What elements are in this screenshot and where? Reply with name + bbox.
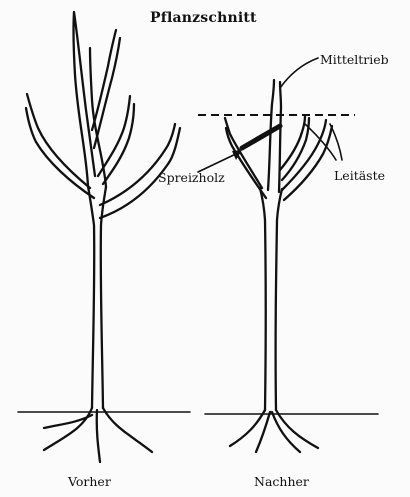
left-tree-trunk bbox=[88, 186, 106, 408]
right-tree-trunk bbox=[260, 188, 282, 410]
label-mitteltrieb: Mitteltrieb bbox=[320, 52, 389, 67]
right-tree-roots bbox=[230, 410, 318, 452]
label-nachher: Nachher bbox=[254, 474, 309, 489]
label-spreizholz: Spreizholz bbox=[158, 170, 225, 185]
right-tree-central-leader bbox=[268, 80, 281, 192]
diagram-title: Pflanzschnitt bbox=[150, 10, 257, 26]
right-tree-left-branch bbox=[225, 118, 266, 198]
label-leitaste: Leitäste bbox=[334, 168, 385, 183]
right-tree-inner-branch bbox=[280, 116, 309, 180]
mitteltrieb-leader bbox=[280, 58, 318, 88]
spreizholz-stick bbox=[242, 126, 280, 148]
spreizholz-arrow-line bbox=[198, 152, 240, 172]
left-tree-roots bbox=[44, 408, 152, 462]
label-vorher: Vorher bbox=[68, 474, 111, 489]
